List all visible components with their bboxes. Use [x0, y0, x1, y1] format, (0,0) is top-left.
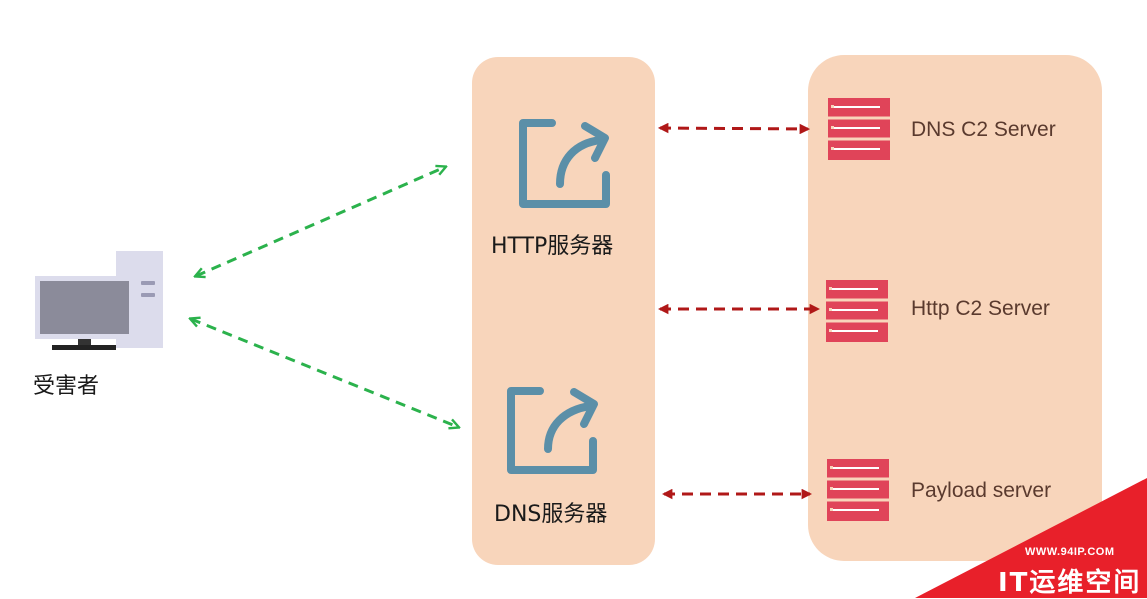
share-arrow-icon [507, 387, 598, 474]
arrow-victim-http [196, 167, 445, 276]
watermark-url: WWW.94IP.COM [1025, 546, 1115, 558]
http-c2-server-label: Http C2 Server [911, 297, 1050, 320]
payload-server-label: Payload server [911, 479, 1052, 502]
arrow-victim-dns [191, 319, 458, 427]
watermark-name: IT运维空间 [998, 568, 1142, 598]
watermark-triangle [915, 478, 1147, 598]
server-rack-icon [826, 280, 888, 342]
victim-label: 受害者 [33, 374, 100, 399]
computer-icon [35, 251, 163, 350]
http-proxy-label: HTTP服务器 [491, 234, 614, 259]
share-arrow-icon [519, 119, 610, 208]
server-rack-icon [827, 459, 889, 521]
proxy-panel [472, 57, 655, 565]
server-rack-icon [828, 98, 890, 160]
dns-proxy-label: DNS服务器 [494, 502, 608, 527]
dns-c2-server-label: DNS C2 Server [911, 118, 1056, 141]
arrow-http-dnsc2 [657, 122, 811, 135]
